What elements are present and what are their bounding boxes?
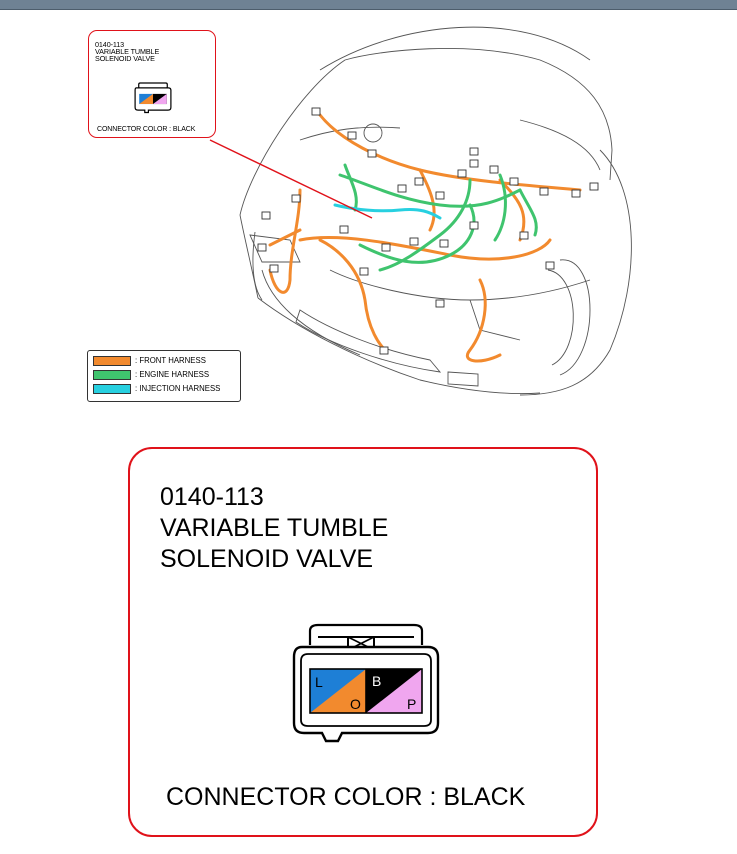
pin-label-L: L [315, 674, 323, 690]
grille [295, 309, 442, 373]
legend-label-front: : FRONT HARNESS [135, 356, 206, 365]
fender-right [519, 149, 632, 396]
pin-label-P: P [407, 696, 416, 712]
connector-face-diagram: L O B P [292, 623, 440, 743]
legend-swatch-injection [93, 384, 131, 394]
fog-lamp [447, 371, 479, 387]
harness-legend: : FRONT HARNESS : ENGINE HARNESS : INJEC… [87, 350, 241, 402]
injection-harness-wires [333, 203, 442, 220]
bumper-front [257, 297, 541, 395]
window-title-bar [0, 0, 737, 10]
connector-color-label-small: CONNECTOR COLOR : BLACK [97, 126, 196, 133]
legend-label-engine: : ENGINE HARNESS [135, 370, 210, 379]
connector-color-label: CONNECTOR COLOR : BLACK [166, 783, 526, 811]
callout-name-line1-small: VARIABLE TUMBLE [95, 47, 160, 56]
pin-label-B: B [372, 673, 381, 689]
engine-bay-illustration [209, 26, 632, 396]
harness-connectors [257, 107, 599, 355]
headlamp [249, 234, 301, 263]
front-harness-wires [268, 113, 582, 363]
connector-callout-large: 0140-113 VARIABLE TUMBLE SOLENOID VALVE … [128, 447, 598, 837]
wheel-arch [559, 259, 591, 376]
strut-mount [363, 123, 383, 143]
hood-outline [239, 48, 613, 216]
pin-label-O: O [350, 696, 361, 712]
callout-code-small: 0140-113 [95, 40, 125, 49]
connector-icon-small [134, 82, 172, 114]
legend-swatch-engine [93, 370, 131, 380]
connector-callout-small: 0140-113 VARIABLE TUMBLE SOLENOID VALVE … [88, 30, 216, 138]
legend-label-injection: : INJECTION HARNESS [135, 384, 221, 393]
callout-name-line2-small: SOLENOID VALVE [95, 54, 155, 63]
windshield-line [319, 26, 591, 71]
engine-harness-wires [338, 163, 538, 272]
connector-latch [308, 623, 424, 645]
callout-leader-line [209, 139, 373, 219]
callout-name-line2: SOLENOID VALVE [160, 545, 374, 573]
pin-P-cell [366, 669, 422, 713]
pin-O-cell [310, 669, 366, 713]
callout-name-line1: VARIABLE TUMBLE [160, 514, 389, 542]
callout-code: 0140-113 [160, 483, 264, 511]
legend-swatch-front [93, 356, 131, 366]
